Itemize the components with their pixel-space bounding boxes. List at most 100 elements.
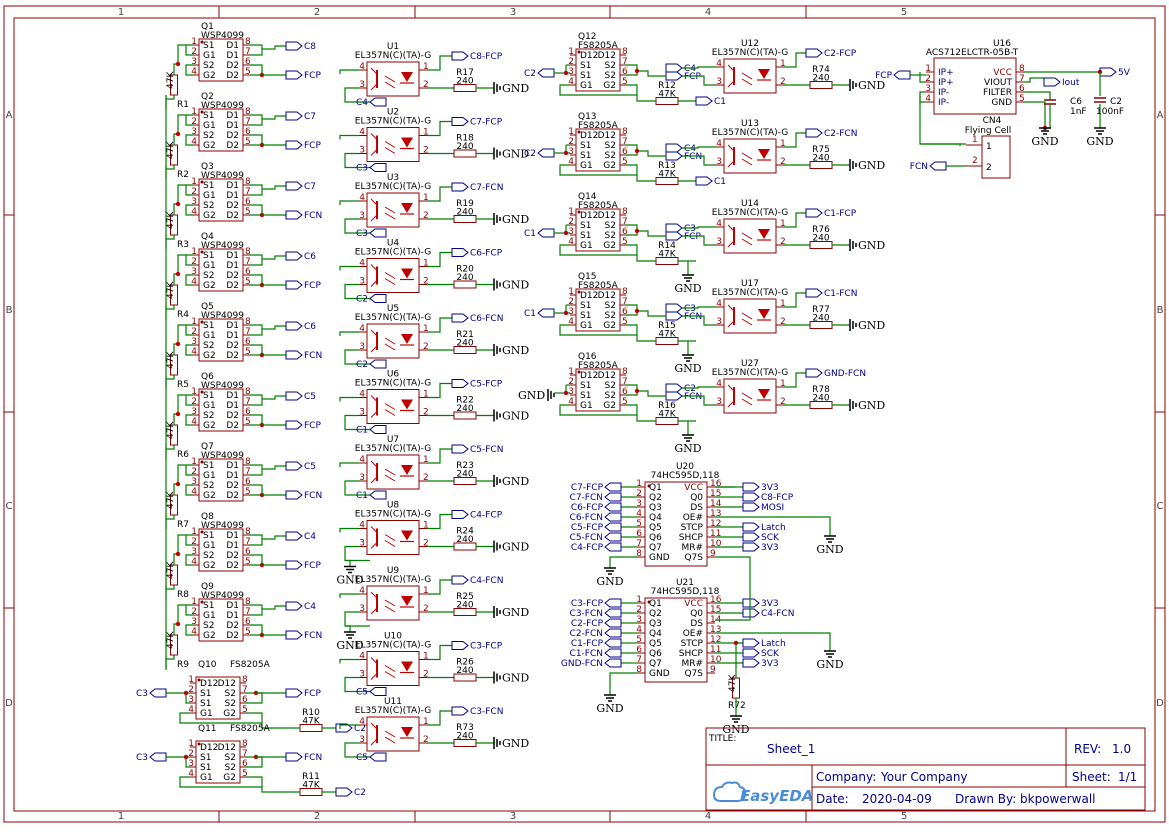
ground-symbol: GND xyxy=(674,354,702,375)
net-flag-shape xyxy=(451,444,469,454)
ic-body xyxy=(198,388,244,432)
net-flag-shape xyxy=(369,359,387,369)
pin-name: S2 xyxy=(605,71,616,81)
pin-name: G1 xyxy=(580,401,593,411)
net-flag: FCP xyxy=(665,71,701,82)
pin-number: 2 xyxy=(636,489,642,499)
wire xyxy=(185,204,193,216)
ic-part: WSP4099 xyxy=(201,591,244,601)
pin-number: 1 xyxy=(568,287,574,297)
wire xyxy=(249,414,263,426)
junction-dot xyxy=(175,61,181,67)
gnd-label: GND xyxy=(1086,135,1113,148)
column-label: 2 xyxy=(314,811,320,822)
wire xyxy=(339,396,359,402)
ground-symbol: GND xyxy=(816,535,844,556)
net-label: C5-FCN xyxy=(570,533,603,543)
junction-dot xyxy=(175,271,181,277)
ground-symbol: GND xyxy=(722,715,750,736)
pin-number: 13 xyxy=(710,625,721,635)
opto-body xyxy=(366,389,420,424)
net-flag-shape xyxy=(742,658,760,668)
pin-number: 1 xyxy=(191,37,197,47)
pin-number: 8 xyxy=(245,387,251,397)
junction-dot xyxy=(634,308,640,314)
pin-number: 1 xyxy=(780,299,786,309)
wire xyxy=(339,265,359,271)
resistor-ref: R10 xyxy=(302,708,320,718)
ic-ref: U21 xyxy=(676,578,694,588)
resistor-value: 47K xyxy=(166,211,176,229)
gnd-label: GND xyxy=(858,159,885,172)
net-label: FCP xyxy=(304,689,321,699)
net-label: C3-FCN xyxy=(470,707,503,717)
ground-symbol: GND xyxy=(849,159,885,172)
net-label: C2-FCP xyxy=(571,619,604,629)
pin-number: 4 xyxy=(568,157,574,167)
resistor-value: 47K xyxy=(658,170,676,180)
pin-number: 8 xyxy=(245,457,251,467)
net-flag-shape xyxy=(742,638,760,648)
pin1-mark xyxy=(200,250,204,254)
net-flag-shape xyxy=(665,223,683,233)
pin-name: S1 xyxy=(580,141,591,151)
resistor-ref: R8 xyxy=(177,590,189,600)
net-flag: FCP xyxy=(285,420,321,431)
net-flag-shape xyxy=(742,598,760,608)
ground-symbol: GND xyxy=(674,274,702,295)
net-label: 3V3 xyxy=(761,543,779,553)
pin-number: 3 xyxy=(191,57,197,67)
gnd-label: GND xyxy=(816,658,843,671)
opto-body xyxy=(366,454,420,490)
gnd-label: GND xyxy=(1031,135,1058,148)
pin-number: 2 xyxy=(191,607,197,617)
pin-number: 4 xyxy=(359,128,365,138)
pin-number: 4 xyxy=(191,207,197,217)
wire xyxy=(427,710,452,726)
pin-number: 1 xyxy=(423,62,429,72)
pin-number: 3 xyxy=(925,84,931,94)
logo-text: EasyEDA xyxy=(740,787,813,805)
pin-name: D2 xyxy=(226,421,239,431)
net-flag: FCN xyxy=(285,350,322,361)
net-label: C3 xyxy=(136,689,148,699)
net-label: C2 xyxy=(684,384,696,394)
net-flag-shape xyxy=(604,618,622,628)
ic-ref: Q15 xyxy=(578,272,597,282)
pin-name: D12 xyxy=(218,679,236,689)
led-triangle xyxy=(401,465,413,475)
net-flag: C8 xyxy=(285,41,316,52)
pin-number: 5 xyxy=(245,67,251,77)
net-flag-shape xyxy=(285,140,303,150)
led-triangle xyxy=(401,72,413,82)
pin-name: 1 xyxy=(986,142,992,152)
net-flag-shape xyxy=(893,70,911,80)
net-label: C5-FCP xyxy=(470,380,503,390)
net-flag: C3 xyxy=(356,163,387,174)
resistor-ref: R78 xyxy=(812,385,830,395)
opto-body xyxy=(366,323,420,359)
net-flag: 3V3 xyxy=(742,542,779,553)
pin-number: 8 xyxy=(636,549,642,559)
pin-name: Q7S xyxy=(684,669,703,679)
net-flag: FCN xyxy=(910,161,947,172)
net-flag: 3V3 xyxy=(742,658,779,669)
pin-number: 4 xyxy=(716,59,722,69)
pin-name: S1 xyxy=(580,381,591,391)
transistor-e xyxy=(370,673,378,680)
ic-part: WSP4099 xyxy=(201,381,244,391)
pin-number: 4 xyxy=(188,769,194,779)
net-flag: C7 xyxy=(285,111,316,122)
net-flag: C3-FCN xyxy=(451,706,503,717)
pin-number: 4 xyxy=(188,705,194,715)
pin-number: 8 xyxy=(245,527,251,537)
wire xyxy=(262,465,286,470)
